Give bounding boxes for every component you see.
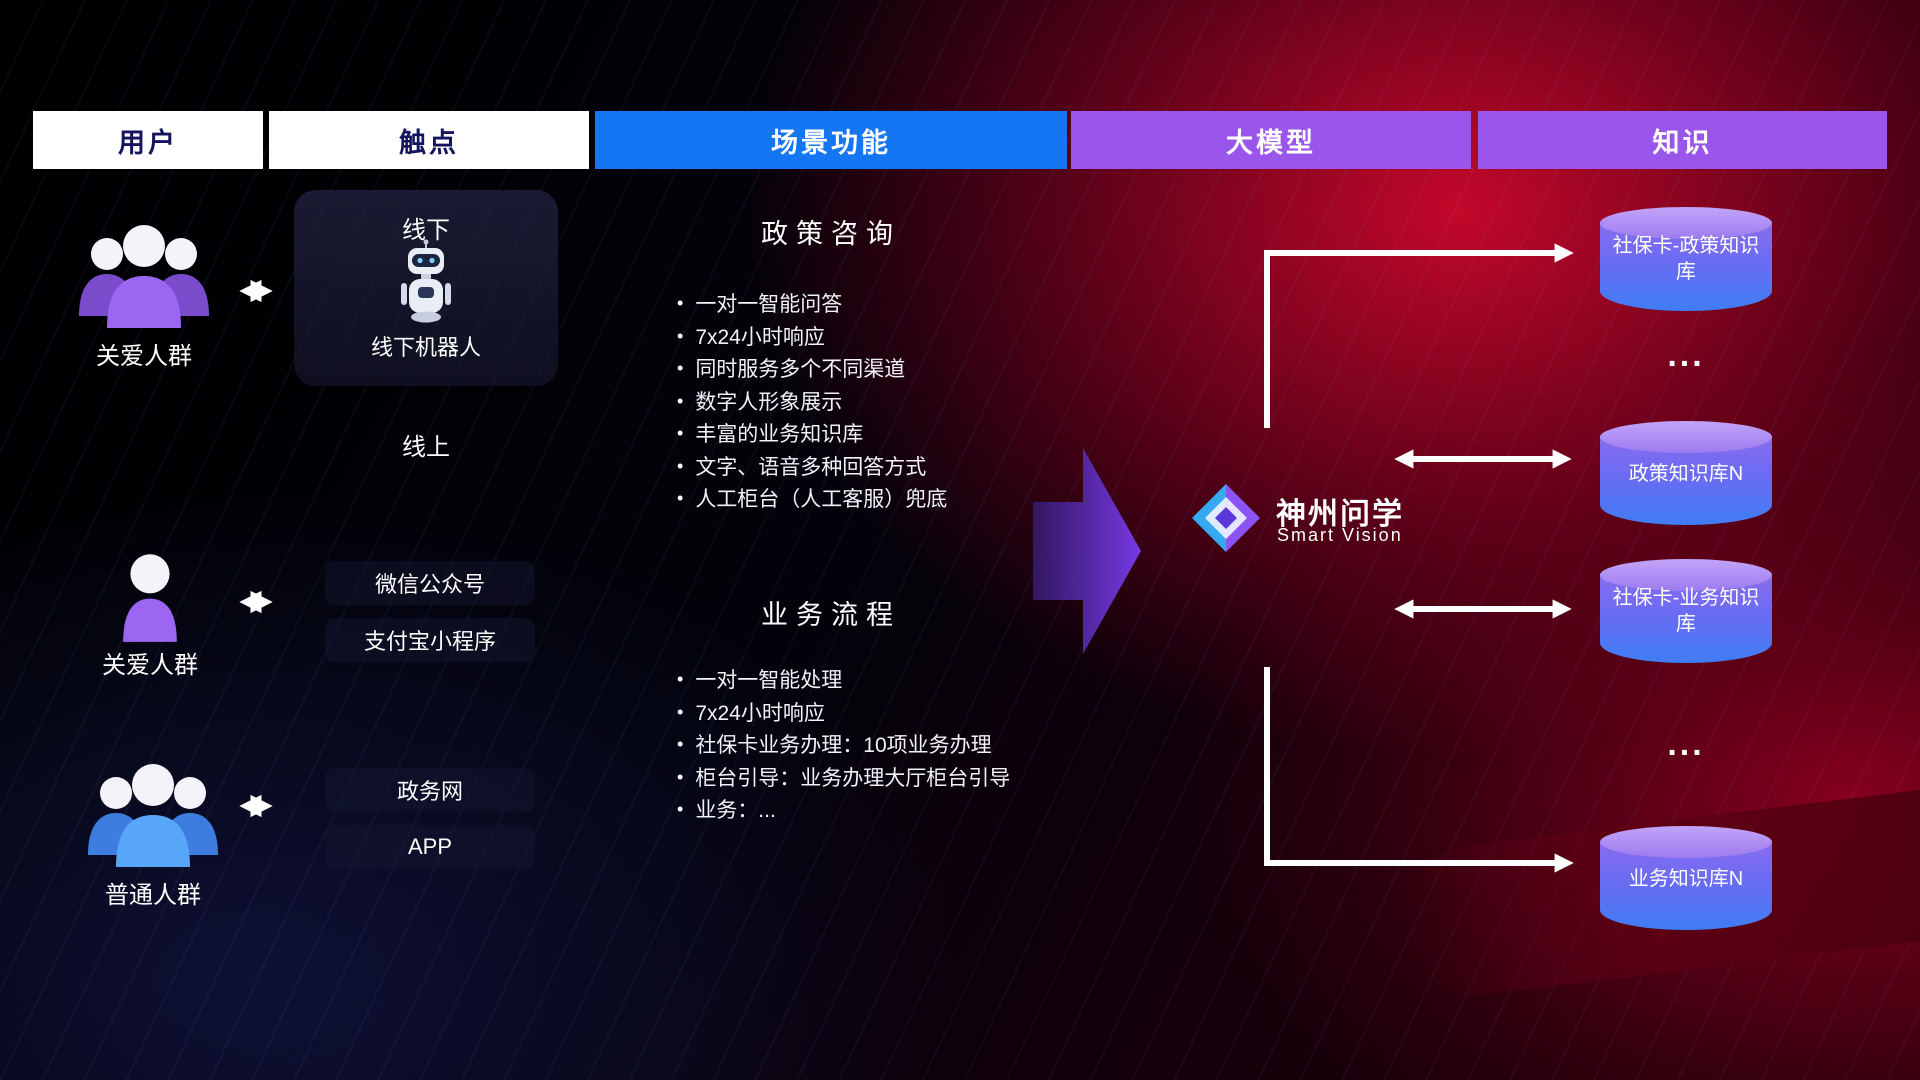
scenario-bullet-item: 柜台引导：业务办理大厅柜台引导 (677, 763, 1010, 796)
database-icon-top (1600, 826, 1772, 858)
scenario-title-policy: 政策咨询 (761, 219, 901, 249)
user-group-label: 关爱人群 (96, 343, 192, 370)
offline-robot-label: 线下机器人 (370, 335, 481, 360)
knowledge-db-card: 社保卡-政策知识库 (1600, 207, 1772, 311)
scenario-bullet-item: 一对一智能处理 (677, 665, 1010, 698)
header-label: 场景功能 (771, 127, 891, 158)
knowledge-db-label: 社保卡-业务知识库 (1612, 587, 1760, 635)
database-icon-top (1600, 207, 1772, 239)
header-label: 大模型 (1226, 127, 1316, 158)
group-users-purple-icon (79, 225, 209, 328)
scenario-business-list: 一对一智能处理 7x24小时响应 社保卡业务办理：10项业务办理 柜台引导：业务… (677, 665, 1010, 828)
channel-gov-web: 政务网 (325, 768, 535, 812)
channel-label: APP (407, 834, 453, 859)
header-column-model: 大模型 (1071, 111, 1471, 169)
channel-label: 微信公众号 (374, 572, 485, 597)
user-person-label: 关爱人群 (102, 652, 198, 679)
knowledge-db-card: 社保卡-业务知识库 (1600, 559, 1772, 663)
model-subtitle: Smart Vision (1277, 525, 1403, 545)
knowledge-db-card: 政策知识库N (1600, 421, 1772, 525)
scenario-bullet-item: 7x24小时响应 (677, 698, 1010, 731)
robot-icon (401, 239, 451, 323)
knowledge-db-label: 社保卡-政策知识库 (1612, 235, 1760, 283)
logo-diamond-icon (1192, 484, 1260, 552)
user-group-label: 普通人群 (105, 882, 201, 909)
channel-alipay: 支付宝小程序 (325, 618, 535, 662)
group-users-blue-icon (88, 764, 218, 867)
scenario-bullet-item: 社保卡业务办理：10项业务办理 (677, 730, 1010, 763)
knowledge-db-card: 业务知识库N (1600, 826, 1772, 930)
database-icon-top (1600, 421, 1772, 453)
scenario-bullet-item: 丰富的业务知识库 (677, 419, 947, 452)
ellipsis-indicator: ... (1667, 336, 1705, 374)
model-name: 神州问学 (1276, 498, 1404, 531)
header-column-user: 用户 (33, 111, 263, 169)
channel-wechat: 微信公众号 (325, 561, 535, 605)
header-column-knowledge: 知识 (1478, 111, 1887, 169)
header-column-touchpoint: 触点 (269, 111, 589, 169)
scenario-bullet-item: 7x24小时响应 (677, 322, 947, 355)
big-flow-arrow (1033, 448, 1141, 654)
online-title: 线上 (402, 434, 450, 461)
knowledge-db-label: 政策知识库N (1628, 463, 1744, 485)
database-icon-top (1600, 559, 1772, 591)
scenario-bullet-item: 文字、语音多种回答方式 (677, 452, 947, 485)
header-label: 知识 (1652, 127, 1713, 158)
scenario-bullet-item: 业务：... (677, 795, 1010, 828)
header-column-scenario: 场景功能 (595, 111, 1067, 169)
header-label: 触点 (399, 127, 459, 158)
knowledge-db-label: 业务知识库N (1628, 868, 1744, 890)
channel-app: APP (325, 825, 535, 869)
scenario-title-business: 业务流程 (761, 600, 901, 630)
scenario-policy-list: 一对一智能问答 7x24小时响应 同时服务多个不同渠道 数字人形象展示 丰富的业… (677, 289, 947, 517)
person-purple-icon (123, 554, 177, 642)
scenario-bullet-item: 一对一智能问答 (677, 289, 947, 322)
channel-label: 支付宝小程序 (363, 629, 496, 654)
scenario-bullet-item: 数字人形象展示 (677, 387, 947, 420)
header-label: 用户 (118, 127, 178, 158)
scenario-bullet-item: 人工柜台（人工客服）兜底 (677, 484, 947, 517)
channel-label: 政务网 (396, 779, 463, 804)
scenario-bullet-item: 同时服务多个不同渠道 (677, 354, 947, 387)
ellipsis-indicator: ... (1667, 725, 1705, 763)
